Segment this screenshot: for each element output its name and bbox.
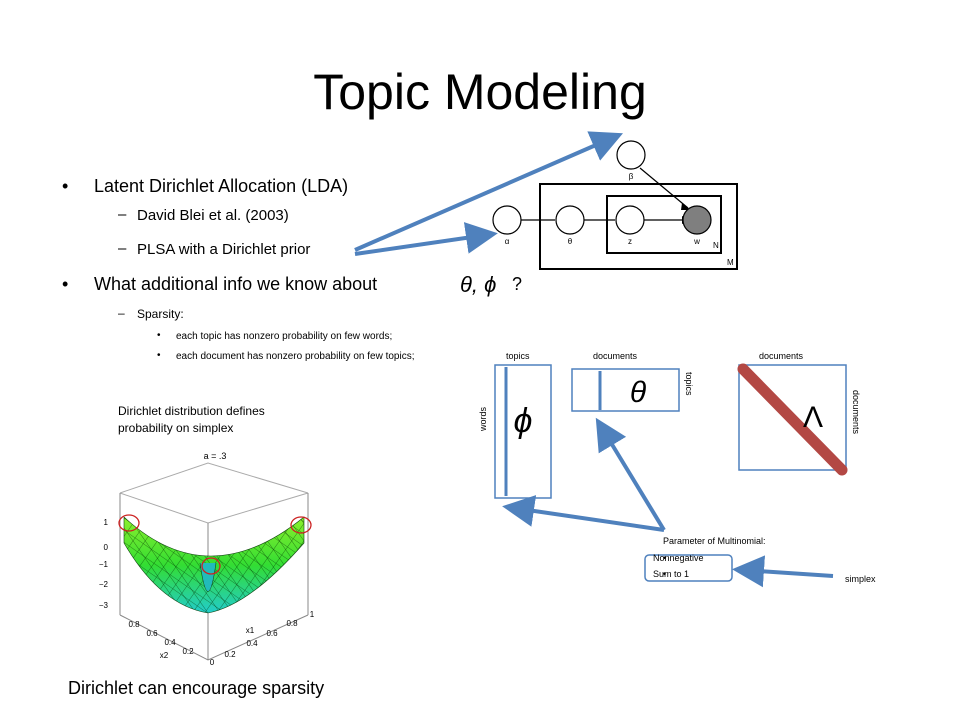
bullet-doc-sparsity: each document has nonzero probability on… <box>176 351 415 362</box>
bullet-plsa: PLSA with a Dirichlet prior <box>137 241 311 258</box>
z-tick: 1 <box>104 518 109 527</box>
arrow-to-theta <box>595 417 666 532</box>
x2-tick: 0 <box>210 658 215 667</box>
bullet-marker: • <box>663 553 666 563</box>
node-theta-label: θ <box>568 237 573 246</box>
arrow-simplex <box>732 555 834 588</box>
box-top-back <box>119 462 309 494</box>
slide-title: Topic Modeling <box>313 64 647 120</box>
x1-tick: 1 <box>310 610 315 619</box>
z-tick: −1 <box>99 560 109 569</box>
bullet-lda: Latent Dirichlet Allocation (LDA) <box>94 176 349 196</box>
x2-tick: 0.6 <box>146 629 158 638</box>
edge-beta-w <box>639 167 689 209</box>
arrow-to-alpha <box>354 222 498 256</box>
plate-m <box>539 183 738 270</box>
multinomial-item-nonnegative: Nonnegative <box>653 553 704 563</box>
bullet-sparsity: Sparsity: <box>137 307 184 321</box>
bullet-additional-info: What additional info we know about <box>94 274 378 294</box>
z-tick: −2 <box>99 580 109 589</box>
theta-side-label: topics <box>684 372 694 396</box>
x1-tick: 0.8 <box>286 619 298 628</box>
bullet-blei: David Blei et al. (2003) <box>137 207 289 224</box>
x1-tick: 0.4 <box>246 639 258 648</box>
lambda-side-label: documents <box>851 390 861 435</box>
corner-highlight-left <box>118 514 140 532</box>
x1-tick: 0.6 <box>266 629 278 638</box>
phi-side-label: words <box>478 406 488 432</box>
lambda-diagonal <box>737 363 848 476</box>
arrow-to-beta <box>354 131 624 252</box>
theta-matrix <box>571 368 680 412</box>
lambda-symbol: Λ <box>803 401 823 434</box>
plate-n-label: N <box>713 241 719 250</box>
node-w-label: w <box>693 237 700 246</box>
dash-marker: – <box>118 306 125 320</box>
node-beta-label: β <box>629 172 634 181</box>
multinomial-box <box>644 554 733 582</box>
dirichlet-3d-plot: a = .3 1 0 −1 −2 −3 0.8 0.6 0.4 0.2 0 x2… <box>99 451 315 667</box>
node-z <box>615 205 645 235</box>
svg-text:θ, ϕ: θ, ϕ <box>460 272 496 297</box>
plate-n <box>606 195 722 254</box>
z-tick: −3 <box>99 601 109 610</box>
bullet-topic-sparsity: each topic has nonzero probability on fe… <box>176 331 393 342</box>
lambda-diagonal-shade <box>737 363 848 476</box>
dirichlet-caption-line2: probability on simplex <box>118 421 234 435</box>
plot-title: a = .3 <box>204 451 227 461</box>
x1-tick: 0.2 <box>224 650 236 659</box>
multinomial-title: Parameter of Multinomial: <box>663 536 766 546</box>
bullet-marker: • <box>157 330 161 341</box>
box-bottom-edge <box>119 614 309 661</box>
arrowhead <box>681 203 690 210</box>
question-mark: ? <box>512 274 523 294</box>
bullet-marker: • <box>157 350 161 361</box>
node-alpha <box>492 205 522 235</box>
theta-phi-symbol: θ, ϕ <box>460 272 496 297</box>
node-w <box>682 205 712 235</box>
simplex-label: simplex <box>845 574 876 584</box>
center-highlight <box>201 557 221 575</box>
lda-plate-diagram: β α θ z w N M <box>492 140 738 270</box>
x1-axis-label: x1 <box>246 626 255 635</box>
node-z-label: z <box>628 237 632 246</box>
phi-matrix <box>494 364 552 499</box>
node-theta <box>555 205 585 235</box>
theta-top-label: documents <box>593 351 638 361</box>
theta-symbol: θ <box>630 376 647 409</box>
x2-tick: 0.4 <box>164 638 176 647</box>
theta-phi-math: θ, ϕ <box>458 270 508 305</box>
phi-top-label: topics <box>506 351 530 361</box>
bottom-caption: Dirichlet can encourage sparsity <box>68 678 325 698</box>
corner-highlight-right <box>290 516 312 534</box>
box-top-front <box>119 492 309 524</box>
x2-tick: 0.2 <box>182 647 194 656</box>
x2-axis-label: x2 <box>160 651 169 660</box>
dash-marker: – <box>118 240 127 257</box>
node-alpha-label: α <box>505 237 510 246</box>
bullet-marker: • <box>663 569 666 579</box>
bullet-marker: • <box>62 274 69 294</box>
phi-symbol: ϕ <box>514 402 533 440</box>
dirichlet-caption-line1: Dirichlet distribution defines <box>118 404 265 418</box>
multinomial-item-sum: Sum to 1 <box>653 569 689 579</box>
z-tick: 0 <box>104 543 109 552</box>
plate-m-label: M <box>727 258 734 267</box>
bullet-marker: • <box>62 176 69 196</box>
x2-tick: 0.8 <box>128 620 140 629</box>
dash-marker: – <box>118 206 127 223</box>
arrow-to-phi <box>502 495 665 532</box>
lambda-top-label: documents <box>759 351 804 361</box>
